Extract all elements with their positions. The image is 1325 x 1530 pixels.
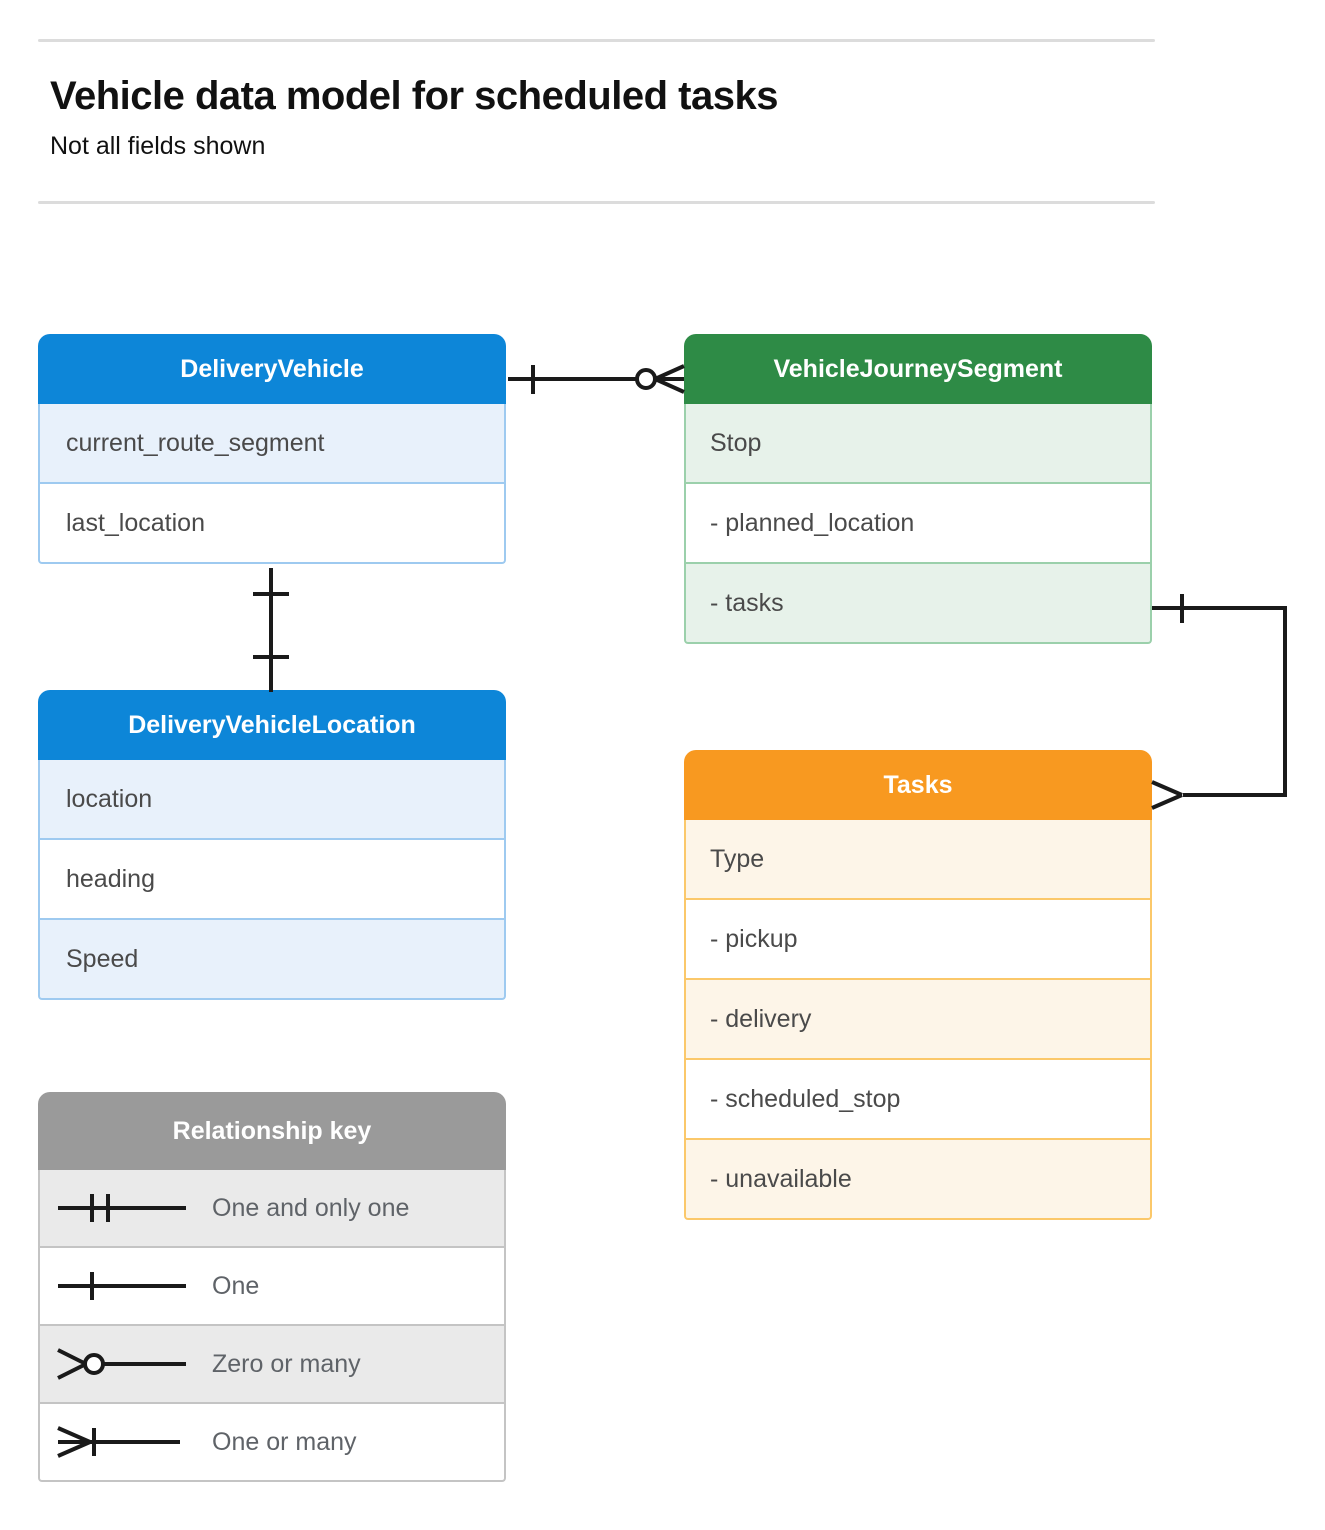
legend-item: Zero or many bbox=[38, 1326, 506, 1404]
entity-field-row: - pickup bbox=[684, 900, 1152, 980]
entity-delivery-vehicle-location[interactable]: DeliveryVehicleLocation location heading… bbox=[38, 690, 506, 1000]
entity-field-row: - planned_location bbox=[684, 484, 1152, 564]
entity-field-row: - tasks bbox=[684, 564, 1152, 644]
entity-field-row: Speed bbox=[38, 920, 506, 1000]
entity-vehicle-journey-segment[interactable]: VehicleJourneySegment Stop - planned_loc… bbox=[684, 334, 1152, 644]
one-and-only-one-icon bbox=[40, 1188, 212, 1228]
page-subtitle: Not all fields shown bbox=[50, 132, 266, 160]
page-title: Vehicle data model for scheduled tasks bbox=[50, 74, 778, 118]
entity-field-row: - scheduled_stop bbox=[684, 1060, 1152, 1140]
one-or-many-icon bbox=[40, 1422, 212, 1462]
legend-item-label: Zero or many bbox=[212, 1349, 361, 1378]
relationship-key-legend[interactable]: Relationship key One and only one One bbox=[38, 1092, 506, 1482]
entity-field-row: current_route_segment bbox=[38, 404, 506, 484]
entity-title-delivery-vehicle: DeliveryVehicle bbox=[38, 334, 506, 404]
entity-title-vehicle-journey-segment: VehicleJourneySegment bbox=[684, 334, 1152, 404]
legend-title: Relationship key bbox=[38, 1092, 506, 1170]
connector-deliveryvehicle-journeysegment bbox=[508, 364, 685, 394]
entity-field-row: - delivery bbox=[684, 980, 1152, 1060]
entity-field-row: heading bbox=[38, 840, 506, 920]
legend-item-label: One or many bbox=[212, 1427, 357, 1456]
legend-item-label: One and only one bbox=[212, 1193, 410, 1222]
entity-delivery-vehicle[interactable]: DeliveryVehicle current_route_segment la… bbox=[38, 334, 506, 564]
legend-item-label: One bbox=[212, 1271, 260, 1300]
legend-item: One or many bbox=[38, 1404, 506, 1482]
entity-field-row: location bbox=[38, 760, 506, 840]
legend-item: One and only one bbox=[38, 1170, 506, 1248]
entity-field-row: Stop bbox=[684, 404, 1152, 484]
connector-journeysegment-tasks bbox=[1151, 594, 1287, 810]
entity-tasks[interactable]: Tasks Type - pickup - delivery - schedul… bbox=[684, 750, 1152, 1220]
header-divider-top bbox=[38, 39, 1155, 42]
one-icon bbox=[40, 1266, 212, 1306]
header-divider-bottom bbox=[38, 201, 1155, 204]
entity-title-delivery-vehicle-location: DeliveryVehicleLocation bbox=[38, 690, 506, 760]
legend-item: One bbox=[38, 1248, 506, 1326]
entity-title-tasks: Tasks bbox=[684, 750, 1152, 820]
zero-or-many-icon bbox=[40, 1344, 212, 1384]
entity-field-row: last_location bbox=[38, 484, 506, 564]
connector-deliveryvehicle-location bbox=[253, 568, 289, 692]
entity-field-row: Type bbox=[684, 820, 1152, 900]
entity-field-row: - unavailable bbox=[684, 1140, 1152, 1220]
